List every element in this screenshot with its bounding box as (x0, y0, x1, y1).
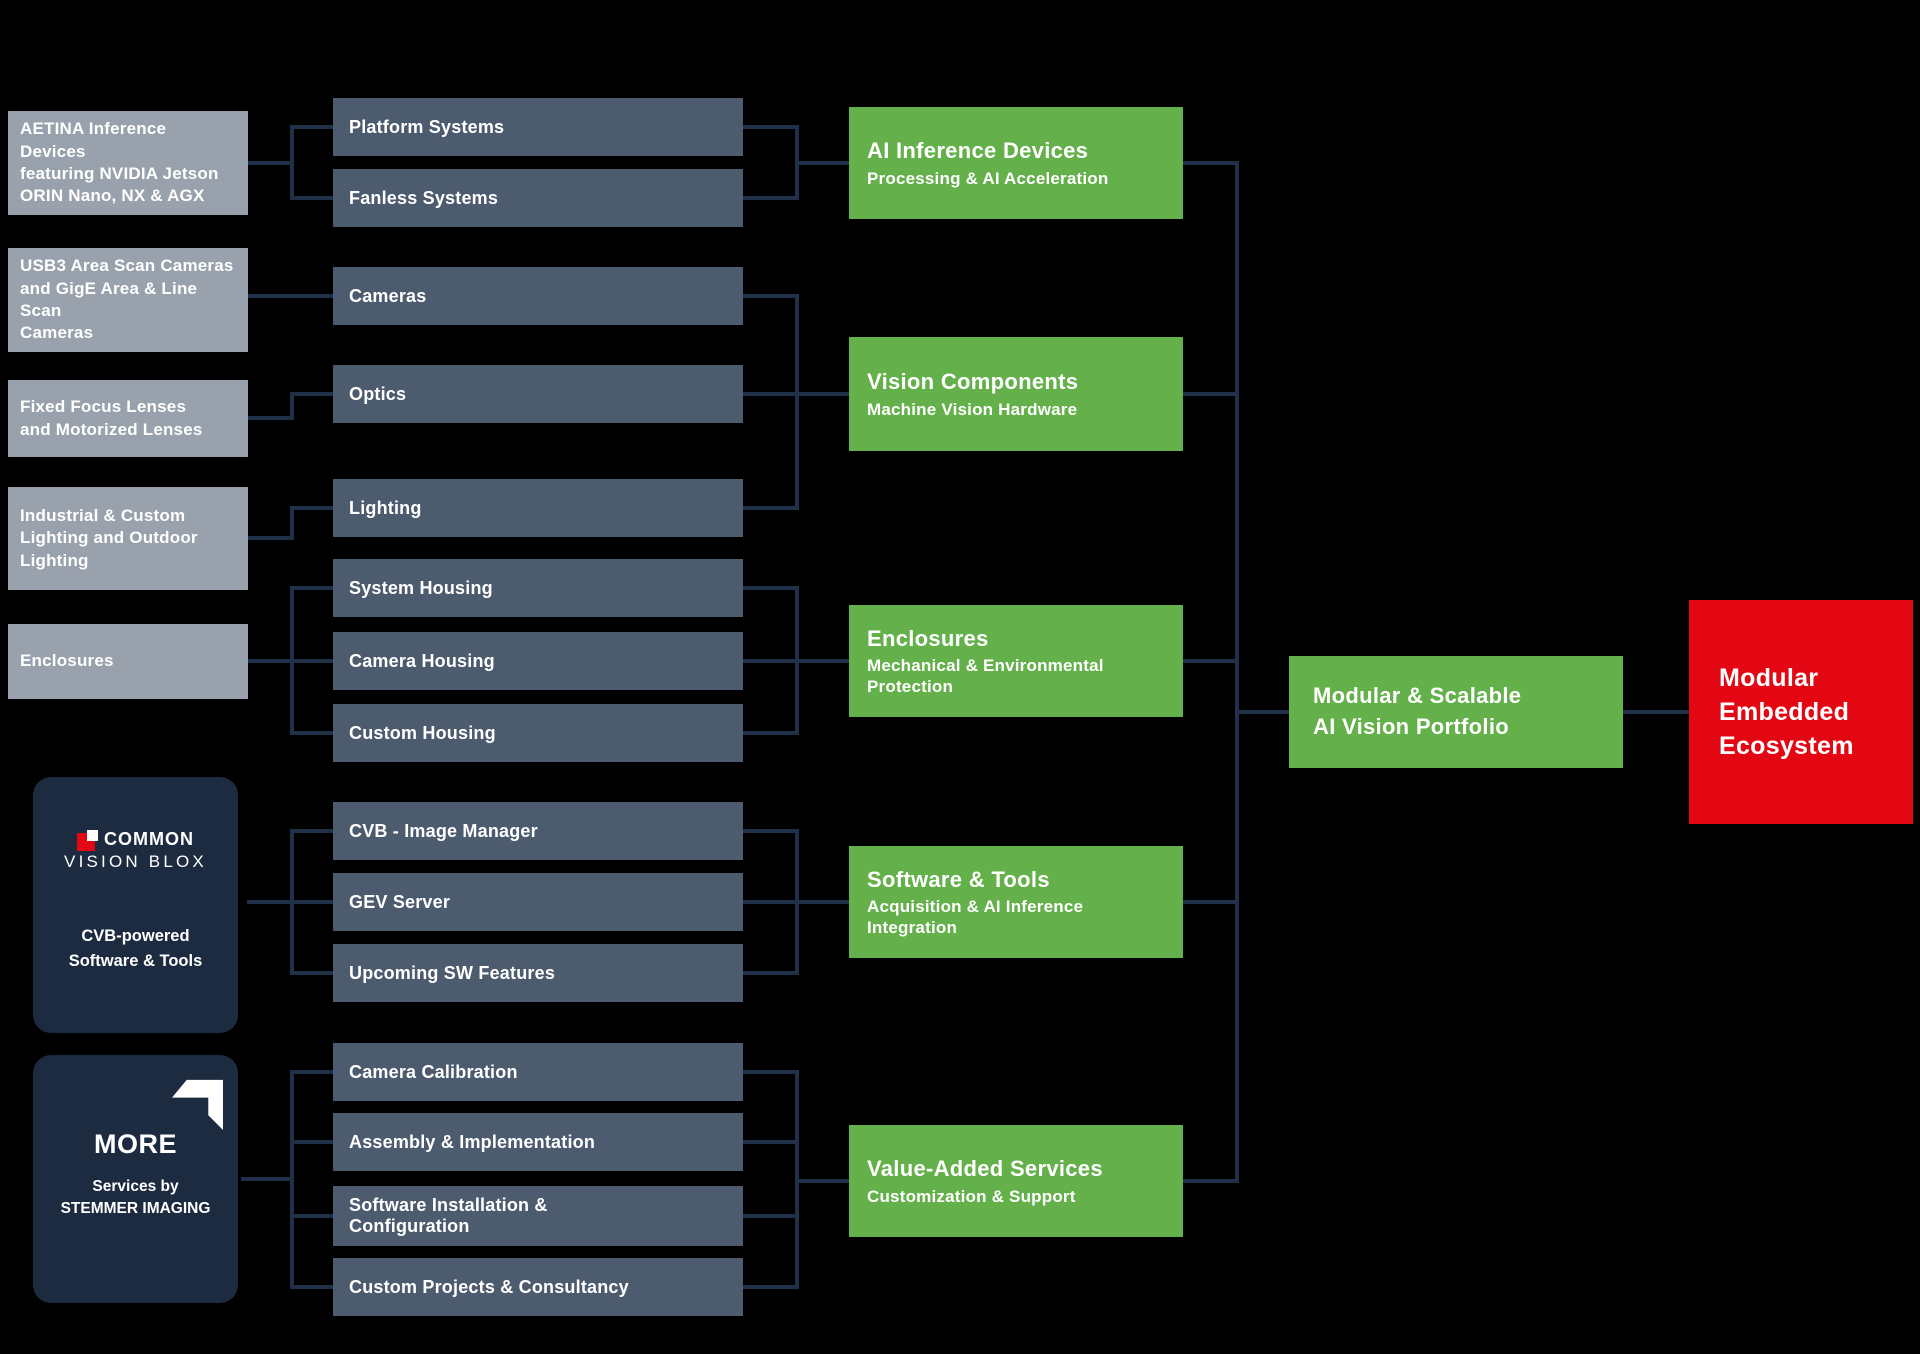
cvb-brand-line1: COMMON (104, 829, 194, 849)
source-box-lighting: Industrial & Custom Lighting and Outdoor… (8, 487, 248, 590)
category-subtitle: Machine Vision Hardware (867, 399, 1078, 419)
component-optics: Optics (333, 365, 743, 423)
common-vision-blox-logo: COMMON VISION BLOX (64, 829, 207, 872)
component-software-installation: Software Installation & Configuration (333, 1186, 743, 1246)
more-title: MORE (94, 1129, 177, 1159)
category-title: AI Inference Devices (867, 138, 1089, 164)
component-cvb-image-manager: CVB - Image Manager (333, 802, 743, 860)
component-custom-projects: Custom Projects & Consultancy (333, 1258, 743, 1316)
category-title: Vision Components (867, 369, 1079, 395)
component-assembly-implementation: Assembly & Implementation (333, 1113, 743, 1171)
category-software-tools: Software & Tools Acquisition & AI Infere… (849, 846, 1183, 958)
cvb-card: COMMON VISION BLOX CVB-powered Software … (33, 777, 238, 1033)
ecosystem-box: Modular Embedded Ecosystem (1689, 600, 1913, 824)
category-title: Enclosures (867, 625, 989, 651)
cvb-brand-line2: VISION BLOX (64, 852, 207, 871)
category-subtitle: Processing & AI Acceleration (867, 168, 1109, 188)
category-title: Value-Added Services (867, 1156, 1103, 1182)
source-box-aetina: AETINA Inference Devices featuring NVIDI… (8, 111, 248, 215)
component-system-housing: System Housing (333, 559, 743, 617)
category-ai-inference-devices: AI Inference Devices Processing & AI Acc… (849, 107, 1183, 219)
category-title: Software & Tools (867, 866, 1050, 892)
source-box-cameras: USB3 Area Scan Cameras and GigE Area & L… (8, 248, 248, 352)
category-value-added-services: Value-Added Services Customization & Sup… (849, 1125, 1183, 1237)
component-lighting: Lighting (333, 479, 743, 537)
portfolio-box: Modular & Scalable AI Vision Portfolio (1289, 656, 1623, 768)
source-box-lenses: Fixed Focus Lenses and Motorized Lenses (8, 380, 248, 457)
category-subtitle: Customization & Support (867, 1186, 1076, 1206)
cvb-logo-icon (77, 830, 98, 851)
component-gev-server: GEV Server (333, 873, 743, 931)
source-box-enclosures: Enclosures (8, 624, 248, 699)
component-camera-calibration: Camera Calibration (333, 1043, 743, 1101)
more-caption: Services by STEMMER IMAGING (60, 1178, 211, 1218)
component-fanless-systems: Fanless Systems (333, 169, 743, 227)
component-platform-systems: Platform Systems (333, 98, 743, 156)
cvb-caption: CVB-powered Software & Tools (68, 927, 203, 970)
more-services-card: MORE Services by STEMMER IMAGING (33, 1055, 238, 1303)
category-vision-components: Vision Components Machine Vision Hardwar… (849, 337, 1183, 451)
category-subtitle: Mechanical & Environmental Protection (867, 656, 1104, 697)
category-subtitle: Acquisition & AI Inference Integration (867, 897, 1084, 938)
more-arrow-icon (172, 1079, 223, 1130)
component-upcoming-sw-features: Upcoming SW Features (333, 944, 743, 1002)
component-cameras: Cameras (333, 267, 743, 325)
component-camera-housing: Camera Housing (333, 632, 743, 690)
component-custom-housing: Custom Housing (333, 704, 743, 762)
category-enclosures: Enclosures Mechanical & Environmental Pr… (849, 605, 1183, 717)
